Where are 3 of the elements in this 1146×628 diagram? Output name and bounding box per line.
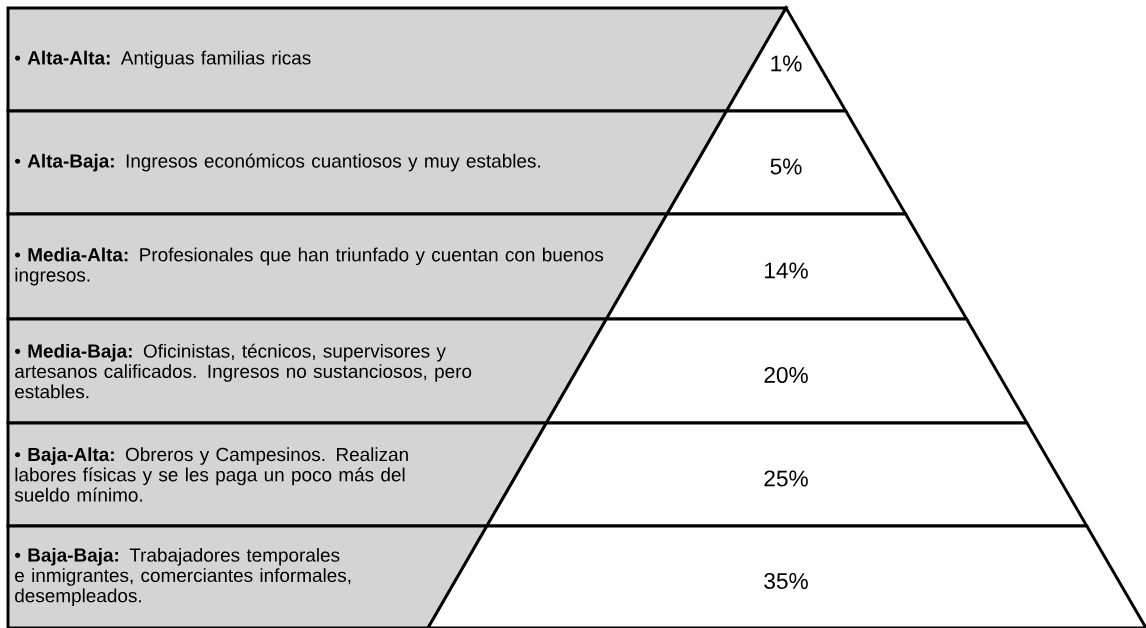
band: • Media-Alta: Profesionales que han triunfado y cuentan con buenos ingresos. — [6, 212, 670, 321]
band: • Baja-Alta: Obreros y Campesinos. Realizan labores físicas y se les paga un poco más del sueldo mínimo. — [6, 421, 549, 528]
band: • Media-Baja: Oficinistas, técnicos, supervisores y artesanos calificados. Ingresos no sustanciosos, pero estables. — [6, 317, 609, 425]
